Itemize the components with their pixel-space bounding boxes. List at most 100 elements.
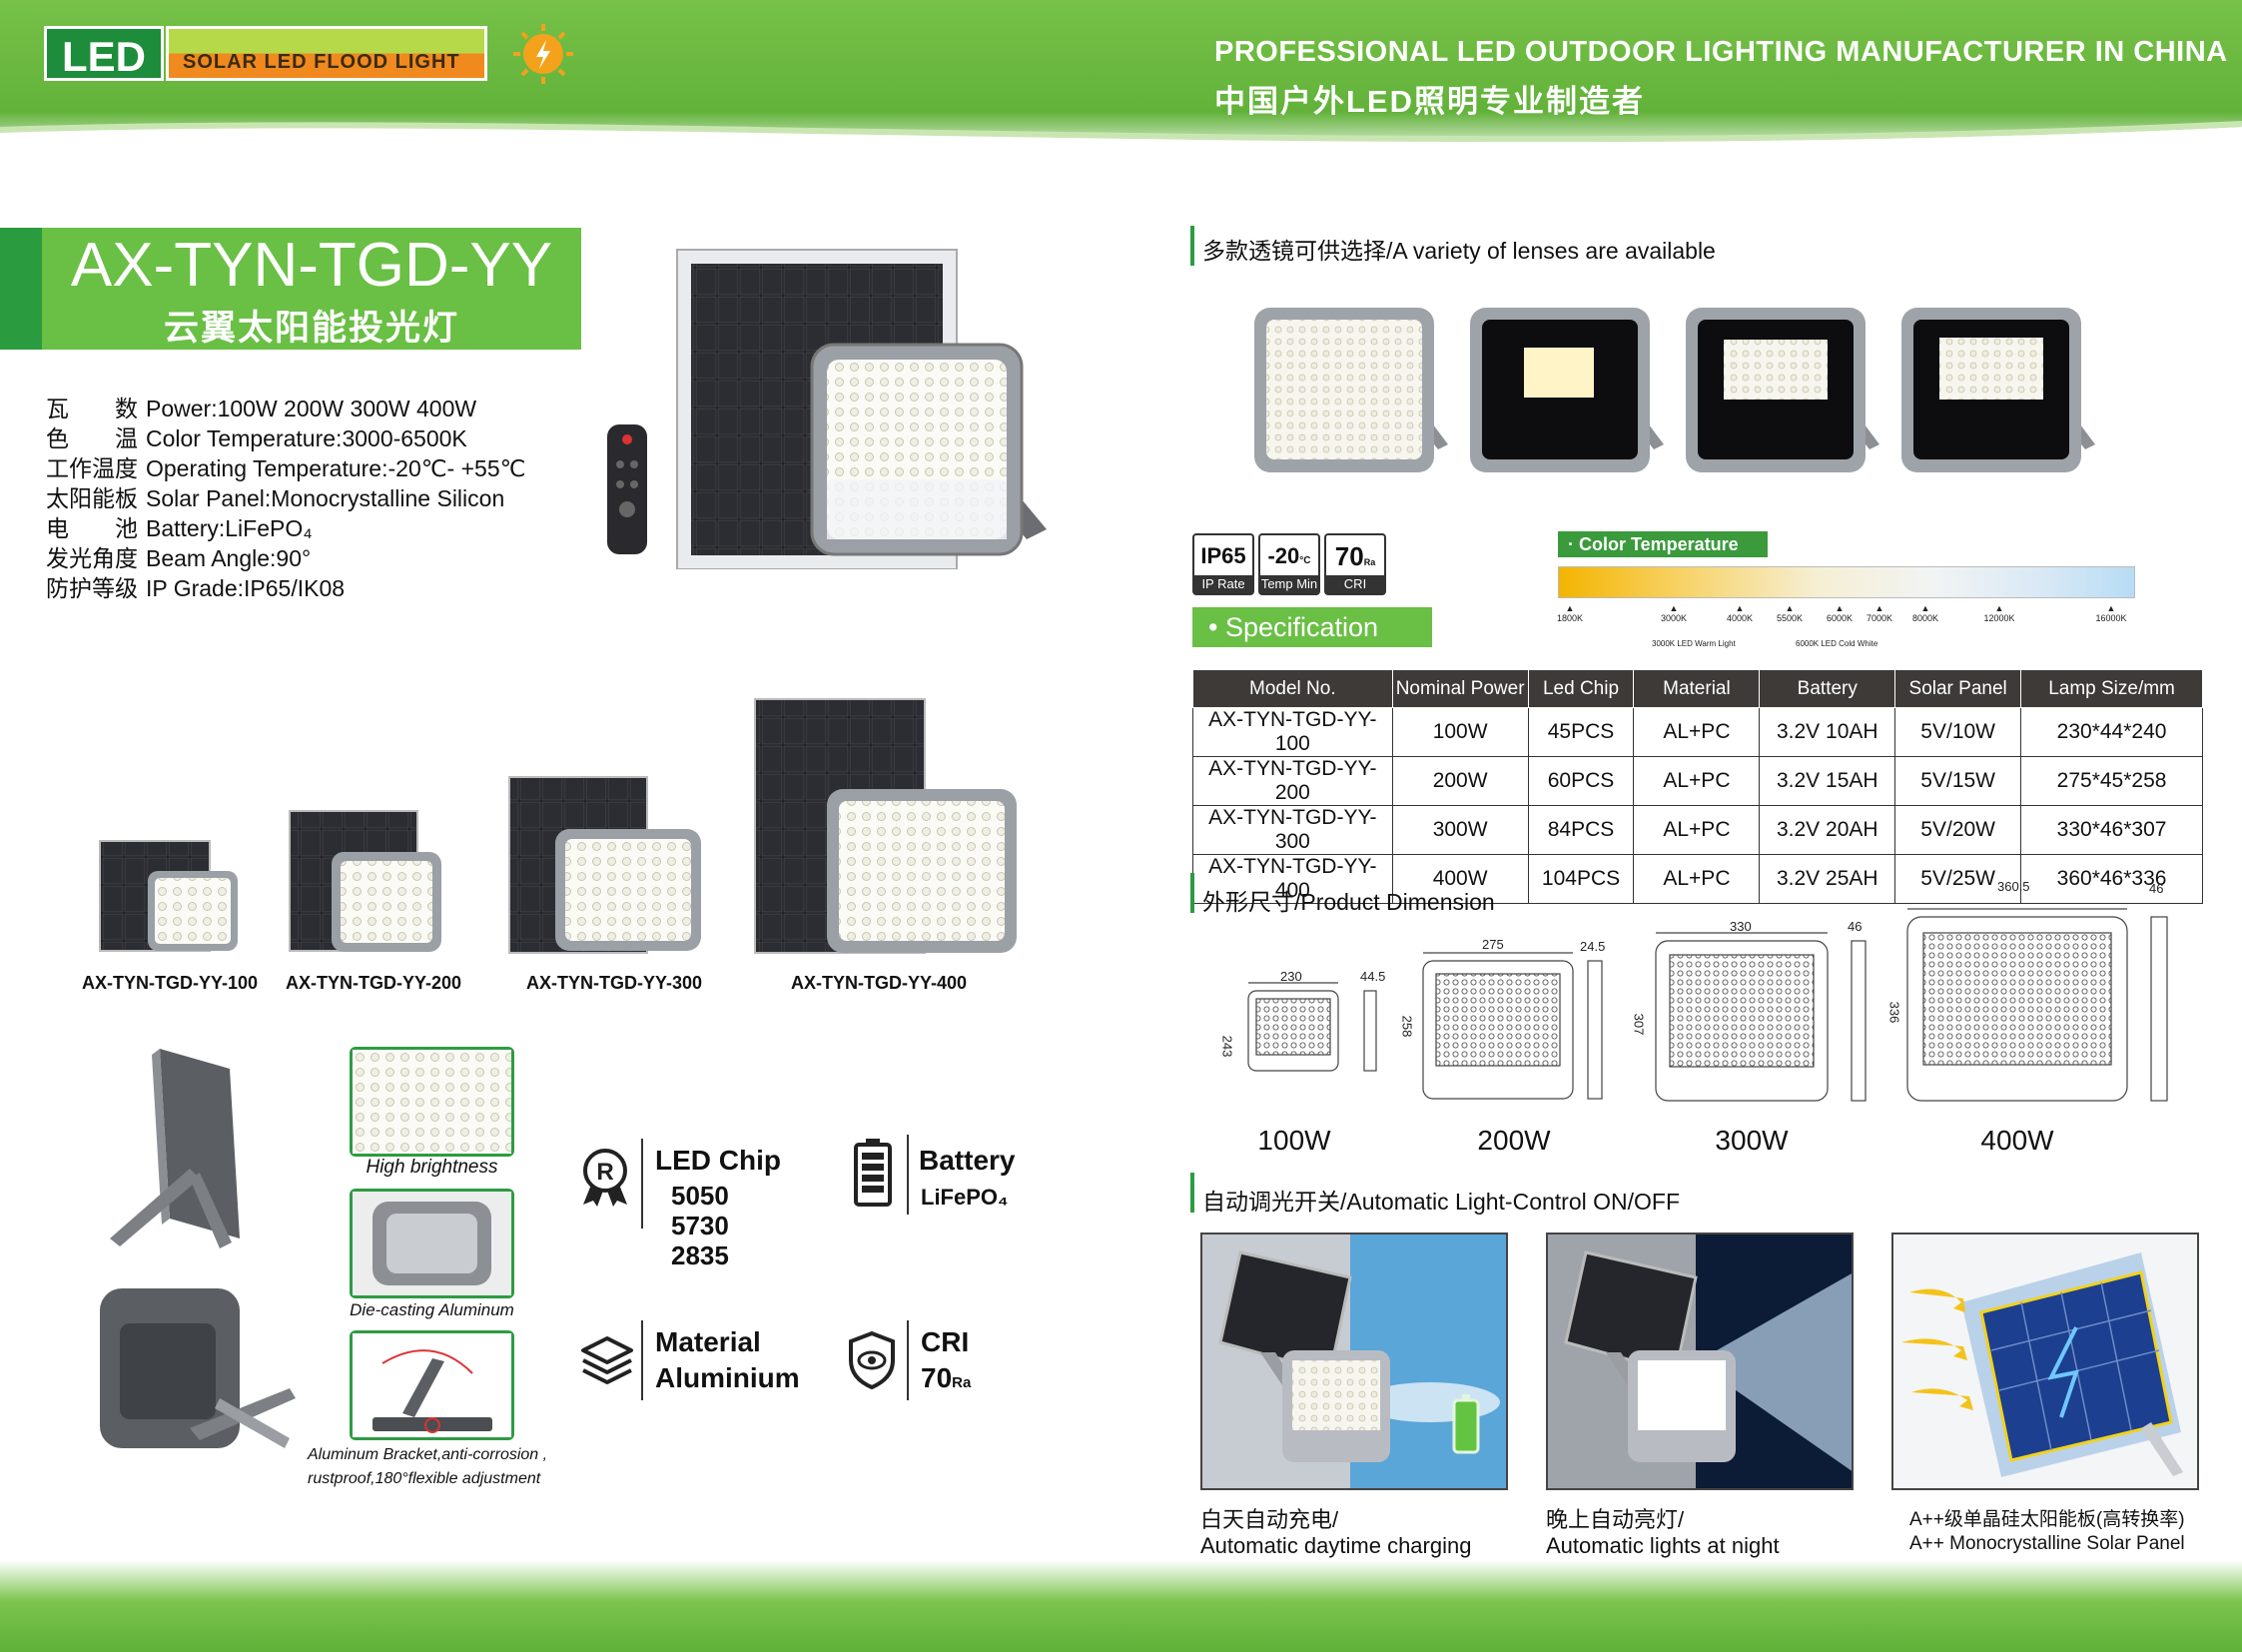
feature-die-casting-image xyxy=(350,1189,514,1298)
layers-icon xyxy=(581,1336,633,1384)
title-box xyxy=(42,228,581,350)
light-control-title: 自动调光开关/Automatic Light-Control ON/OFF xyxy=(1202,1189,1680,1215)
cri-value: 70Ra xyxy=(921,1362,972,1393)
logo-subtitle-bar: SOLAR LED FLOOD LIGHT xyxy=(166,26,487,81)
feature-die-casting-caption: Die-casting Aluminum xyxy=(350,1300,514,1319)
photo-caption-cn-2: 晚上自动亮灯/ xyxy=(1546,1507,1685,1532)
dim-height-200: 258 xyxy=(1399,1015,1415,1038)
feature-bracket-caption-1: Aluminum Bracket,anti-corrosion , xyxy=(308,1446,548,1463)
battery-icon xyxy=(854,1139,892,1207)
footer-band xyxy=(0,1560,2242,1652)
divider xyxy=(907,1320,909,1400)
aluminum-housing-icon xyxy=(353,1192,511,1295)
photo-caption-cn-3: A++级单晶硅太阳能板(高转换率) xyxy=(1909,1509,2185,1530)
divider xyxy=(907,1135,909,1215)
dim-width-300: 330 xyxy=(1730,919,1752,934)
logo-subtitle: SOLAR LED FLOOD LIGHT xyxy=(183,51,460,73)
header-tagline-cn: 中国户外LED照明专业制造者 xyxy=(1214,84,1645,119)
battery-value: LiFePO₄ xyxy=(921,1185,1009,1210)
dim-label-200: 200W xyxy=(1477,1125,1551,1156)
dim-height-100: 243 xyxy=(1219,1035,1235,1058)
material-title: Material xyxy=(655,1326,761,1357)
cri-title: CRI xyxy=(921,1326,970,1357)
color-temp-ticks: ▲1800K ▲3000K ▲4000K ▲5500K ▲6000K ▲7000… xyxy=(1556,603,2127,648)
sun-bolt-icon xyxy=(513,24,573,84)
section-bar xyxy=(1190,873,1194,913)
registered-award-icon: R xyxy=(583,1149,627,1207)
bracket-icon xyxy=(353,1333,511,1437)
divider xyxy=(641,1139,643,1229)
photo-caption-en-3: A++ Monocrystalline Solar Panel xyxy=(1909,1533,2185,1554)
divider xyxy=(641,1320,643,1400)
photo-solar-panel xyxy=(1891,1233,2199,1490)
dim-label-400: 400W xyxy=(1980,1125,2054,1156)
title-accent xyxy=(0,228,42,350)
dim-height-400: 336 xyxy=(1886,1001,1902,1024)
photo-night-lights xyxy=(1546,1233,1854,1490)
photo-caption-cn-1: 白天自动充电/ xyxy=(1200,1507,1339,1532)
feature-bracket-caption-2: rustproof,180°flexible adjustment xyxy=(308,1470,541,1487)
badge-temp-min: -20°C Temp Min xyxy=(1258,533,1320,595)
lineup-label-300: AX-TYN-TGD-YY-300 xyxy=(525,973,703,993)
side-view-image xyxy=(110,1049,240,1248)
hero-product-image xyxy=(607,249,1047,569)
dim-label-100: 100W xyxy=(1257,1125,1331,1156)
dim-label-300: 300W xyxy=(1715,1125,1789,1156)
dim-width-100: 230 xyxy=(1280,969,1302,984)
section-bar xyxy=(1190,1173,1194,1213)
lenses-image xyxy=(1254,308,2095,472)
lineup-label-200: AX-TYN-TGD-YY-200 xyxy=(285,973,462,993)
material-value: Aluminium xyxy=(655,1362,800,1393)
led-array-icon xyxy=(353,1050,511,1154)
logo-led: LED xyxy=(44,26,164,81)
product-model-title: AX-TYN-TGD-YY xyxy=(70,231,553,300)
led-chip-title: LED Chip xyxy=(655,1145,781,1176)
photo-caption-en-2: Automatic lights at night xyxy=(1546,1533,1780,1558)
photo-daytime-charging xyxy=(1200,1233,1508,1490)
dim-height-300: 307 xyxy=(1631,1013,1647,1036)
color-temp-tag: · Color Temperature xyxy=(1558,531,1768,557)
dim-width-400: 360.5 xyxy=(1997,879,2030,894)
specification-tag: • Specification xyxy=(1192,607,1432,647)
product-lineup-image xyxy=(99,698,1017,954)
dim-depth-100: 44.5 xyxy=(1360,969,1386,984)
feature-bracket-image xyxy=(350,1330,514,1440)
badge-ip-rate: IP65 IP Rate xyxy=(1192,533,1254,595)
dim-depth-300: 46 xyxy=(1848,919,1863,934)
product-name-cn: 云翼太阳能投光灯 xyxy=(163,309,459,348)
lineup-label-100: AX-TYN-TGD-YY-100 xyxy=(81,973,259,993)
dim-depth-200: 24.5 xyxy=(1580,939,1606,954)
color-temp-gradient xyxy=(1558,566,2135,598)
feature-high-brightness-caption: High brightness xyxy=(366,1157,498,1178)
lenses-title: 多款透镜可供选择/A variety of lenses are availab… xyxy=(1202,238,1716,264)
dim-depth-400: 46 xyxy=(2149,881,2164,896)
led-chip-value-2: 5730 xyxy=(671,1211,729,1240)
section-bar xyxy=(1190,226,1194,266)
badge-cri: 70Ra CRI xyxy=(1324,533,1386,595)
battery-title: Battery xyxy=(919,1145,1016,1176)
led-chip-value-1: 5050 xyxy=(671,1181,729,1211)
svg-text:R: R xyxy=(596,1159,613,1186)
dimension-drawings xyxy=(1247,908,2168,1102)
dim-width-200: 275 xyxy=(1482,937,1504,952)
photo-caption-en-1: Automatic daytime charging xyxy=(1200,1533,1472,1558)
header-tagline-en: PROFESSIONAL LED OUTDOOR LIGHTING MANUFA… xyxy=(1214,36,2228,68)
lineup-label-400: AX-TYN-TGD-YY-400 xyxy=(790,973,968,993)
eye-shield-icon xyxy=(849,1330,895,1390)
table-header-row: Model No. Nominal Power Led Chip Materia… xyxy=(1192,669,2203,708)
dimension-title: 外形尺寸/Product Dimension xyxy=(1202,889,1495,915)
spec-table: Model No. Nominal Power Led Chip Materia… xyxy=(1192,669,2203,904)
header-wave xyxy=(0,121,2242,172)
led-chip-value-3: 2835 xyxy=(671,1240,729,1270)
